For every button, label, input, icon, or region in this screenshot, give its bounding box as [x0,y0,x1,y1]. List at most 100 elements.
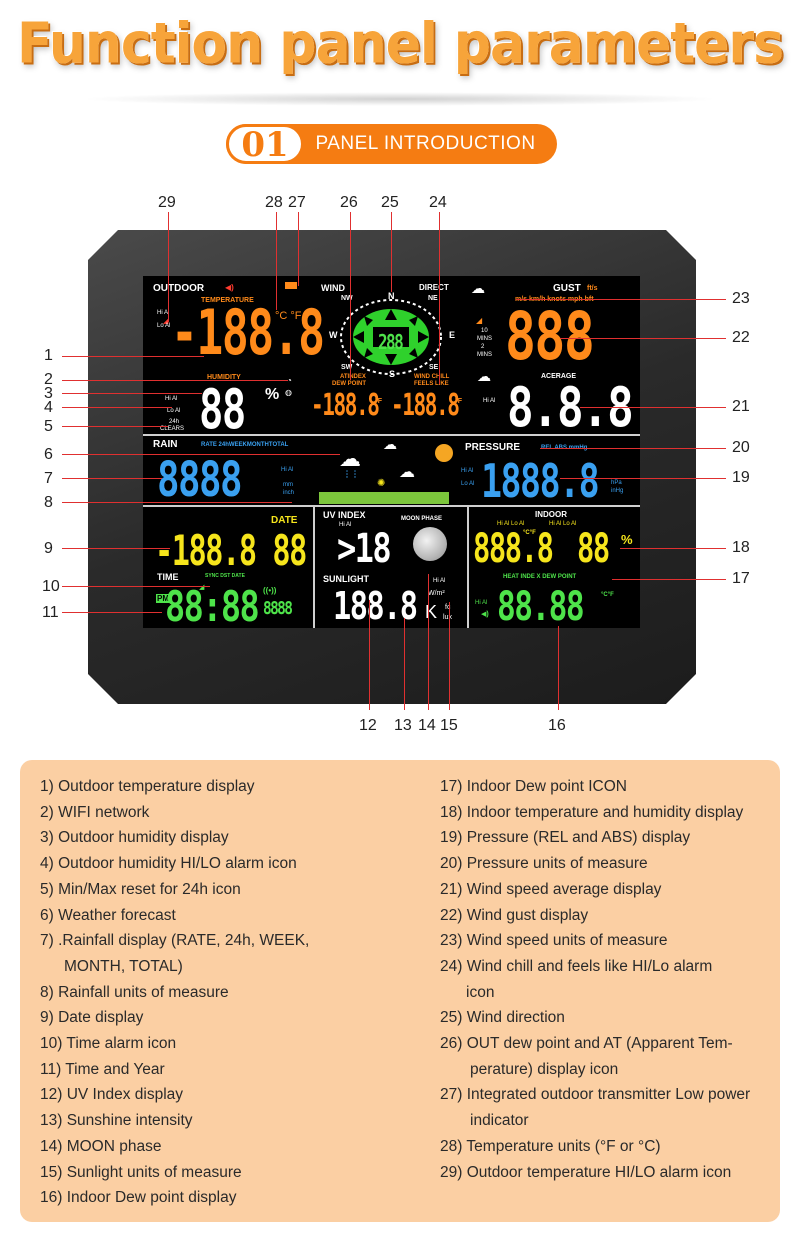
indoor-dew-hi-al: Hi Al [475,600,488,606]
callout-5: 5 [44,418,53,435]
leader-26 [350,212,351,380]
callout-14: 14 [418,717,436,734]
legend-item: 15) Sunlight units of measure [40,1163,242,1181]
pressure-value: 1888.8 [481,454,600,508]
indoor-percent: % [621,532,633,547]
time-value: 88:88 [165,582,260,628]
acerage-label: ACERAGE [541,373,577,380]
compass-s: S [389,369,396,379]
outdoor-humidity-value: 88 [199,378,246,441]
wind-cloud-icon: ☁ [477,368,491,384]
year-value: 8888 [263,598,293,619]
legend-item: 5) Min/Max reset for 24h icon [40,880,241,898]
legend-item: perature) display icon [470,1060,619,1078]
uv-index-value: >18 [337,526,392,572]
callout-25: 25 [381,194,399,211]
leader-22 [560,338,726,339]
rain-units-inch: inch [283,490,295,496]
divider [143,434,640,436]
leader-14 [428,574,429,710]
callout-9: 9 [44,540,53,557]
sun-hi-al: Hi Al [433,578,446,584]
compass-se: SE [429,364,439,371]
leader-8 [62,502,292,503]
low-battery-icon [285,282,297,289]
callout-7: 7 [44,470,53,487]
legend-panel: 1) Outdoor temperature display 2) WIFI n… [20,760,780,1222]
callout-19: 19 [732,469,750,486]
indoor-temp-value: 888.8 [473,526,554,572]
legend-item: 12) UV Index display [40,1086,184,1104]
uv-hi-al: Hi Al [339,522,352,528]
compass-nw: NW [341,295,353,302]
temp-hi-al: Hi Al [157,310,170,316]
temp-lo-al: Lo Al [157,323,171,329]
time-sub-labels: SYNC DST DATE [205,573,245,579]
indoor-dew-signal-icon: ◀) [481,611,489,618]
rainfall-value: 8888 [157,452,242,508]
divider [313,505,315,628]
gust-value: 888 [505,298,595,375]
legend-item: 13) Sunshine intensity [40,1112,193,1130]
hum-lo-al: Lo Al [167,408,181,414]
leader-24 [439,212,440,384]
cloud-icon: ☁ [383,436,397,452]
indoor-label: INDOOR [535,510,567,519]
legend-item: 27) Integrated outdoor transmitter Low p… [440,1086,751,1104]
transmitter-icon: ◍ [285,388,292,397]
legend-item: 3) Outdoor humidity display [40,829,229,847]
legend-item: 19) Pressure (REL and ABS) display [440,829,691,847]
leader-20 [540,448,726,449]
uv-index-label: UV INDEX [323,510,366,520]
callout-23: 23 [732,290,750,307]
legend-item: 16) Indoor Dew point display [40,1189,237,1207]
compass-w: W [329,330,338,340]
temp-alarm-bell-icon: ◢ [163,318,169,325]
temp-units: °C °F [275,310,302,322]
legend-item: 9) Date display [40,1009,144,1027]
leader-6 [62,454,340,455]
legend-item: indicator [470,1112,529,1130]
sunlight-label: SUNLIGHT [323,574,369,584]
legend-right-column: 17) Indoor Dew point ICON 18) Indoor tem… [440,774,750,1185]
leader-29 [168,212,169,322]
legend-item: 22) Wind gust display [440,906,589,924]
clears-24h: 24h [169,419,180,425]
callout-13: 13 [394,717,412,734]
pressure-label: PRESSURE [465,442,521,453]
callout-12: 12 [359,717,377,734]
pm-indicator: PM [156,594,170,603]
leader-27 [298,212,299,286]
callout-26: 26 [340,194,358,211]
callout-15: 15 [440,717,458,734]
compass-n: N [388,291,395,301]
callout-6: 6 [44,446,53,463]
rain-modes: RATE 24hWEEKMONTHTOTAL [201,442,289,448]
legend-item: 4) Outdoor humidity HI/LO alarm icon [40,855,297,873]
legend-item: 7) .Rainfall display (RATE, 24h, WEEK, [40,932,310,950]
date-value: -188.8 88 [155,526,307,575]
pressure-units-inhg: inHg [611,488,624,494]
wind-compass [333,294,449,380]
sunlight-value: 188.8 [333,584,418,628]
leader-2 [62,380,288,381]
callout-11: 11 [42,604,59,621]
legend-item: 2) WIFI network [40,803,150,821]
legend-item: 25) Wind direction [440,1009,565,1027]
indoor-hi-lo: Hi Al Lo Al [497,521,525,527]
callout-29: 29 [158,194,176,211]
wind-chill-label: WIND CHILL [414,374,450,380]
leader-23 [516,299,726,300]
legend-item: 26) OUT dew point and AT (Apparent Tem- [440,1035,733,1053]
dew-point-label: DEW POINT [332,381,366,387]
wind-label: WIND [321,283,345,293]
legend-item: 23) Wind speed units of measure [440,932,668,950]
legend-item: MONTH, TOTAL) [64,957,183,975]
callout-21: 21 [732,398,750,415]
callout-22: 22 [732,329,750,346]
callout-27: 27 [288,194,306,211]
rain-label: RAIN [153,439,178,450]
legend-item: 10) Time alarm icon [40,1035,177,1053]
lcd-screen: OUTDOOR ◀) TEMPERATURE Hi Al ◢ Lo Al -18… [143,276,640,628]
legend-item: 29) Outdoor temperature HI/LO alarm icon [440,1163,732,1181]
